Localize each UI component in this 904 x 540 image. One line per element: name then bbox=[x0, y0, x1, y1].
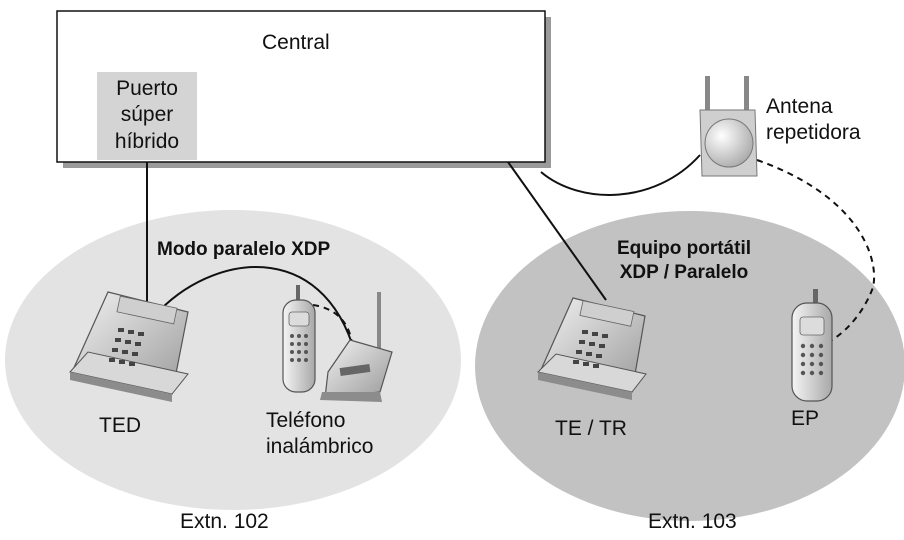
central-title: Central bbox=[262, 31, 330, 54]
antenna-label-line1: Antena bbox=[766, 95, 833, 118]
extension-103-label: Extn. 103 bbox=[648, 510, 737, 533]
cordless-handset-icon bbox=[282, 285, 316, 393]
portable-mode-label: Equipo portátil XDP / Paralelo bbox=[590, 237, 778, 285]
antenna-label: Antena repetidora bbox=[766, 94, 861, 147]
portable-station-ep-icon bbox=[791, 289, 833, 402]
line-central-to-te bbox=[507, 161, 607, 301]
port-label: Puerto súper híbrido bbox=[97, 76, 197, 155]
extension-102-label: Extn. 102 bbox=[180, 510, 269, 533]
extension-area-right bbox=[475, 211, 904, 521]
line-central-to-antenna bbox=[540, 154, 701, 196]
desk-phone-ted-icon bbox=[69, 291, 189, 402]
portable-mode-line2: XDP / Paralelo bbox=[619, 261, 749, 283]
antenna-icon bbox=[699, 76, 758, 177]
cordless-label: Teléfono inalámbrico bbox=[266, 408, 373, 461]
super-hybrid-port-box bbox=[97, 72, 197, 160]
port-label-line1: Puerto bbox=[116, 77, 178, 100]
ted-label: TED bbox=[99, 414, 141, 437]
port-label-line3: híbrido bbox=[114, 129, 180, 153]
cordless-base-icon bbox=[320, 292, 393, 402]
mode-parallel-label: Modo paralelo XDP bbox=[157, 239, 331, 260]
desk-phone-te-icon bbox=[536, 297, 647, 400]
extension-area-left bbox=[5, 210, 461, 510]
cordless-label-line2: inalámbrico bbox=[266, 435, 374, 459]
line-ted-to-cordless-base bbox=[159, 266, 359, 366]
wireless-link-antenna-to-ep bbox=[756, 159, 876, 341]
antenna-label-line2: repetidora bbox=[766, 121, 861, 145]
wireless-link-cordless bbox=[312, 304, 353, 346]
ep-label: EP bbox=[791, 407, 820, 430]
port-label-line2: súper bbox=[120, 103, 174, 127]
cordless-label-line1: Teléfono bbox=[266, 409, 346, 432]
portable-mode-line1: Equipo portátil bbox=[616, 238, 752, 259]
te-tr-label: TE / TR bbox=[555, 417, 627, 440]
